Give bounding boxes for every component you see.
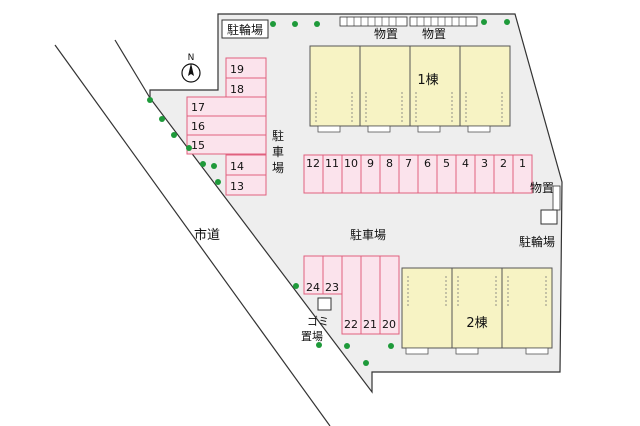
- parking-number: 15: [191, 139, 205, 152]
- parking-number: 13: [230, 180, 244, 193]
- road-edge-west: [54, 44, 331, 426]
- parking-number: 11: [325, 157, 339, 170]
- garbage-label-1: ゴミ: [307, 314, 329, 328]
- storage-label-1: 物置: [374, 27, 398, 41]
- parking-number: 9: [367, 157, 374, 170]
- tree-markers: [147, 19, 510, 366]
- storage-sheds-top: [339, 16, 478, 27]
- city-road-label: 市道: [194, 227, 220, 243]
- parking-space: [225, 174, 267, 196]
- parking-bottom-block: 24 23 22 21 20: [303, 255, 400, 335]
- building-2-label: 2棟: [466, 316, 487, 331]
- parking-number: 5: [443, 157, 450, 170]
- garbage-label-2: 置場: [301, 330, 323, 343]
- parking-number: 14: [230, 160, 244, 173]
- storage-right-label: 物置: [530, 181, 554, 195]
- compass-letter: N: [188, 53, 195, 63]
- parking-number: 4: [462, 157, 469, 170]
- parking-number: 24: [306, 281, 320, 294]
- parking-center-row: 12 11 10 9 8 7 6 5 4 3 2 1: [303, 154, 533, 194]
- bicycle-parking-right: [540, 209, 558, 225]
- storage-right: [552, 185, 561, 211]
- parking-number: 16: [191, 120, 205, 133]
- storage-label-2: 物置: [422, 27, 446, 41]
- parking-vertical-label-3: 場: [272, 161, 284, 175]
- parking-number: 2: [500, 157, 507, 170]
- building-2: [401, 267, 553, 355]
- parking-center-label: 駐車場: [350, 227, 386, 242]
- parking-number: 6: [424, 157, 431, 170]
- garbage-station: [317, 297, 332, 311]
- building-1-label: 1棟: [417, 73, 438, 88]
- parking-number: 17: [191, 101, 205, 114]
- building-1: [309, 45, 511, 133]
- parking-number: 20: [382, 318, 396, 331]
- compass: N: [181, 53, 201, 83]
- parking-vertical-label-1: 駐: [272, 128, 284, 143]
- bicycle-parking-top-label: 駐輪場: [227, 22, 263, 37]
- parking-number: 19: [230, 63, 244, 76]
- road-edge-north: [114, 39, 151, 99]
- parking-left-column: 19 18 17 16 15 14 13: [186, 57, 267, 196]
- parking-number: 8: [386, 157, 393, 170]
- parking-number: 1: [519, 157, 526, 170]
- parking-vertical-label-2: 車: [272, 145, 284, 159]
- parking-number: 22: [344, 318, 358, 331]
- parking-number: 7: [405, 157, 412, 170]
- parking-number: 10: [344, 157, 358, 170]
- parking-space: [186, 134, 267, 155]
- parking-number: 23: [325, 281, 339, 294]
- bicycle-parking-top: [221, 19, 269, 39]
- parking-number: 21: [363, 318, 377, 331]
- bicycle-parking-right-label: 駐輪場: [519, 234, 555, 249]
- parking-number: 12: [306, 157, 320, 170]
- parking-number: 3: [481, 157, 488, 170]
- parking-number: 18: [230, 83, 244, 96]
